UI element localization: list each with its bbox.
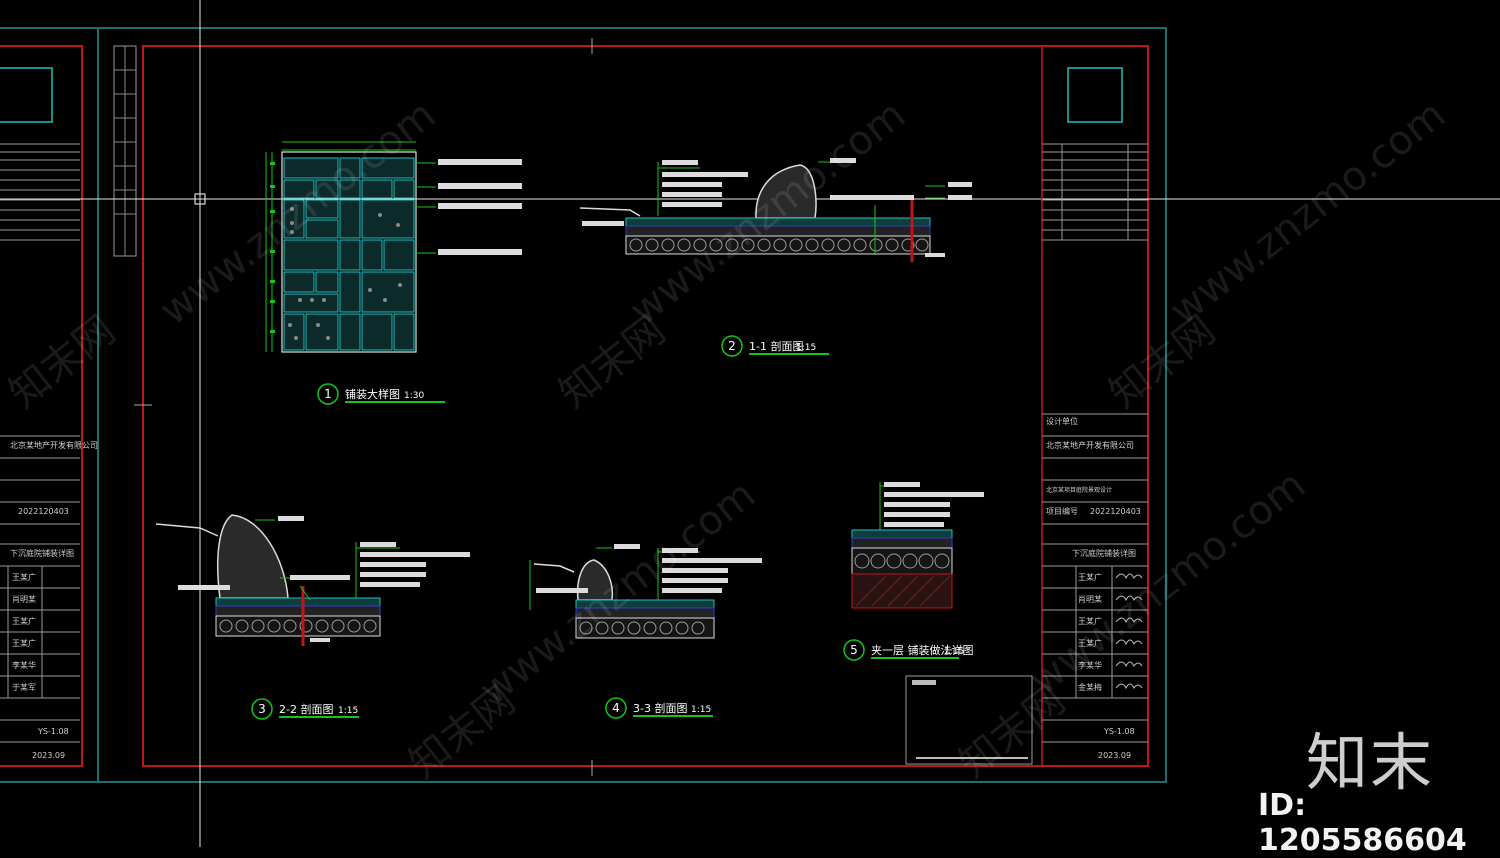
tb-name-5: 李某华 — [1078, 660, 1102, 670]
detail-scale: 1:15 — [796, 343, 816, 353]
tb-name-6: 金某梅 — [1078, 682, 1102, 692]
detail-title: 夹一层 铺装做法详图 — [871, 643, 974, 657]
detail-title: 铺装大样图 — [345, 387, 400, 401]
znzmo-logo: 知末 — [1306, 726, 1435, 799]
tb-left-drawing-name: 下沉庭院铺装详图 — [10, 548, 74, 558]
detail-3-section-2-2[interactable] — [155, 514, 470, 646]
detail-title: 3-3 剖面图 — [633, 701, 687, 715]
tb-project-no-label: 项目编号 — [1046, 506, 1078, 516]
tb-left-date: 2023.09 — [32, 751, 65, 760]
tb-name-2: 肖明某 — [1078, 594, 1102, 604]
tb-sheet-no: YS-1.08 — [1103, 727, 1135, 736]
tb-name-4: 王某广 — [1078, 638, 1102, 648]
inner-border-left — [0, 45, 83, 767]
tb-left-name-1: 王某广 — [12, 572, 36, 582]
signature-marks — [1115, 573, 1143, 690]
tb-left-name-2: 肖明某 — [12, 594, 36, 604]
tb-left-project-no: 2022120403 — [18, 507, 69, 516]
detail-number: 2 — [728, 339, 736, 353]
detail-number-circle — [251, 698, 273, 720]
tb-left-name-3: 王某广 — [12, 616, 36, 626]
tb-name-1: 王某广 — [1078, 572, 1102, 582]
tb-drawing-name: 下沉庭院铺装详图 — [1072, 548, 1136, 558]
detail-label-3: 3 2-2 剖面图 1:15 — [251, 698, 359, 720]
tb-left-name-5: 李某华 — [12, 660, 36, 670]
detail-5-paving-detail[interactable] — [851, 482, 984, 609]
detail-2-section-1-1[interactable] — [579, 158, 972, 262]
detail-label-1: 1 铺装大样图 1:30 — [317, 383, 445, 405]
tb-left-client: 北京某地产开发有限公司 — [10, 440, 98, 450]
detail-number-circle — [605, 697, 627, 719]
title-block-right[interactable]: 设计单位 北京某地产开发有限公司 北京某项目庭院景观设计 项目编号 202212… — [905, 46, 1148, 766]
detail-number: 3 — [258, 702, 266, 716]
detail-scale: 1:15 — [338, 706, 358, 716]
detail-scale: 1:15 — [944, 647, 964, 657]
tb-left-name-6: 于某军 — [12, 683, 36, 692]
title-block-left-partial: 北京某地产开发有限公司 2022120403 下沉庭院铺装详图 王某广 肖明某 … — [0, 67, 98, 760]
detail-number: 4 — [612, 701, 620, 715]
tb-date: 2023.09 — [1098, 751, 1131, 760]
detail-title: 2-2 剖面图 — [279, 702, 333, 716]
detail-title: 1-1 剖面图 — [749, 339, 803, 353]
detail-scale: 1:15 — [691, 705, 711, 715]
tb-client: 北京某地产开发有限公司 — [1046, 440, 1134, 450]
detail-4-section-3-3[interactable] — [529, 544, 762, 639]
tb-left-name-4: 王某广 — [12, 638, 36, 648]
detail-1-paving-plan[interactable] — [265, 141, 522, 353]
resource-id-label: ID: 1205586604 — [1258, 788, 1467, 858]
drawing-frames — [0, 27, 1167, 783]
detail-number: 1 — [324, 387, 332, 401]
tb-project: 北京某项目庭院景观设计 — [1046, 486, 1112, 494]
detail-label-4: 4 3-3 剖面图 1:15 — [605, 697, 713, 719]
detail-number-circle — [721, 335, 743, 357]
detail-scale: 1:30 — [404, 391, 424, 401]
tb-design-unit: 设计单位 — [1046, 416, 1078, 426]
tb-project-no: 2022120403 — [1090, 507, 1141, 516]
tb-name-3: 王某广 — [1078, 616, 1102, 626]
inner-border — [142, 45, 1149, 767]
detail-number-circle — [843, 639, 865, 661]
tb-left-sheet-no: YS-1.08 — [37, 727, 69, 736]
outer-sheet-frame — [97, 27, 1167, 783]
detail-number: 5 — [850, 643, 858, 657]
detail-number-circle — [317, 383, 339, 405]
